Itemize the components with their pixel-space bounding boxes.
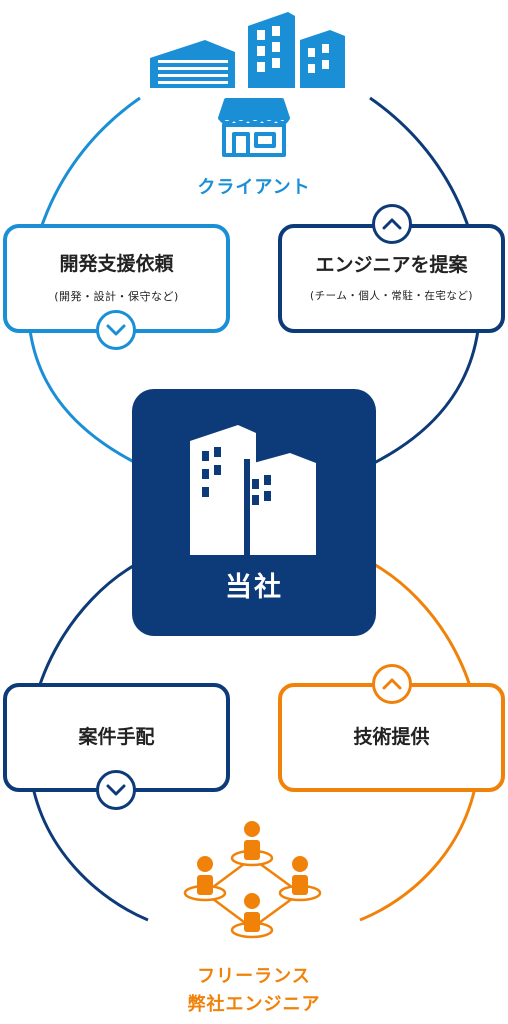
request-subtitle: (開発・設計・保守など) [54,289,179,303]
chevron-up-icon [382,218,402,230]
proposal-chevron [372,204,412,244]
arrange-chevron [96,770,136,810]
client-label: クライアント [197,177,311,198]
chevron-up-icon [382,678,402,690]
provide-chevron [372,664,412,704]
proposal-subtitle: (チーム・個人・常駐・在宅など) [310,290,473,303]
chevron-down-icon [106,324,126,336]
arrange-title: 案件手配 [78,726,155,749]
request-title: 開発支援依頼 [59,253,174,276]
engineers-label-line1: フリーランス [197,966,311,987]
headquarters-building-icon [190,425,316,555]
company-label: 当社 [225,572,283,603]
proposal-title: エンジニアを提案 [315,253,468,276]
chevron-down-icon [106,784,126,796]
engineers-label-line2: 弊社エンジニア [187,994,321,1015]
provide-title: 技術提供 [353,726,430,749]
request-chevron [96,310,136,350]
company-block: 当社 [132,389,376,636]
